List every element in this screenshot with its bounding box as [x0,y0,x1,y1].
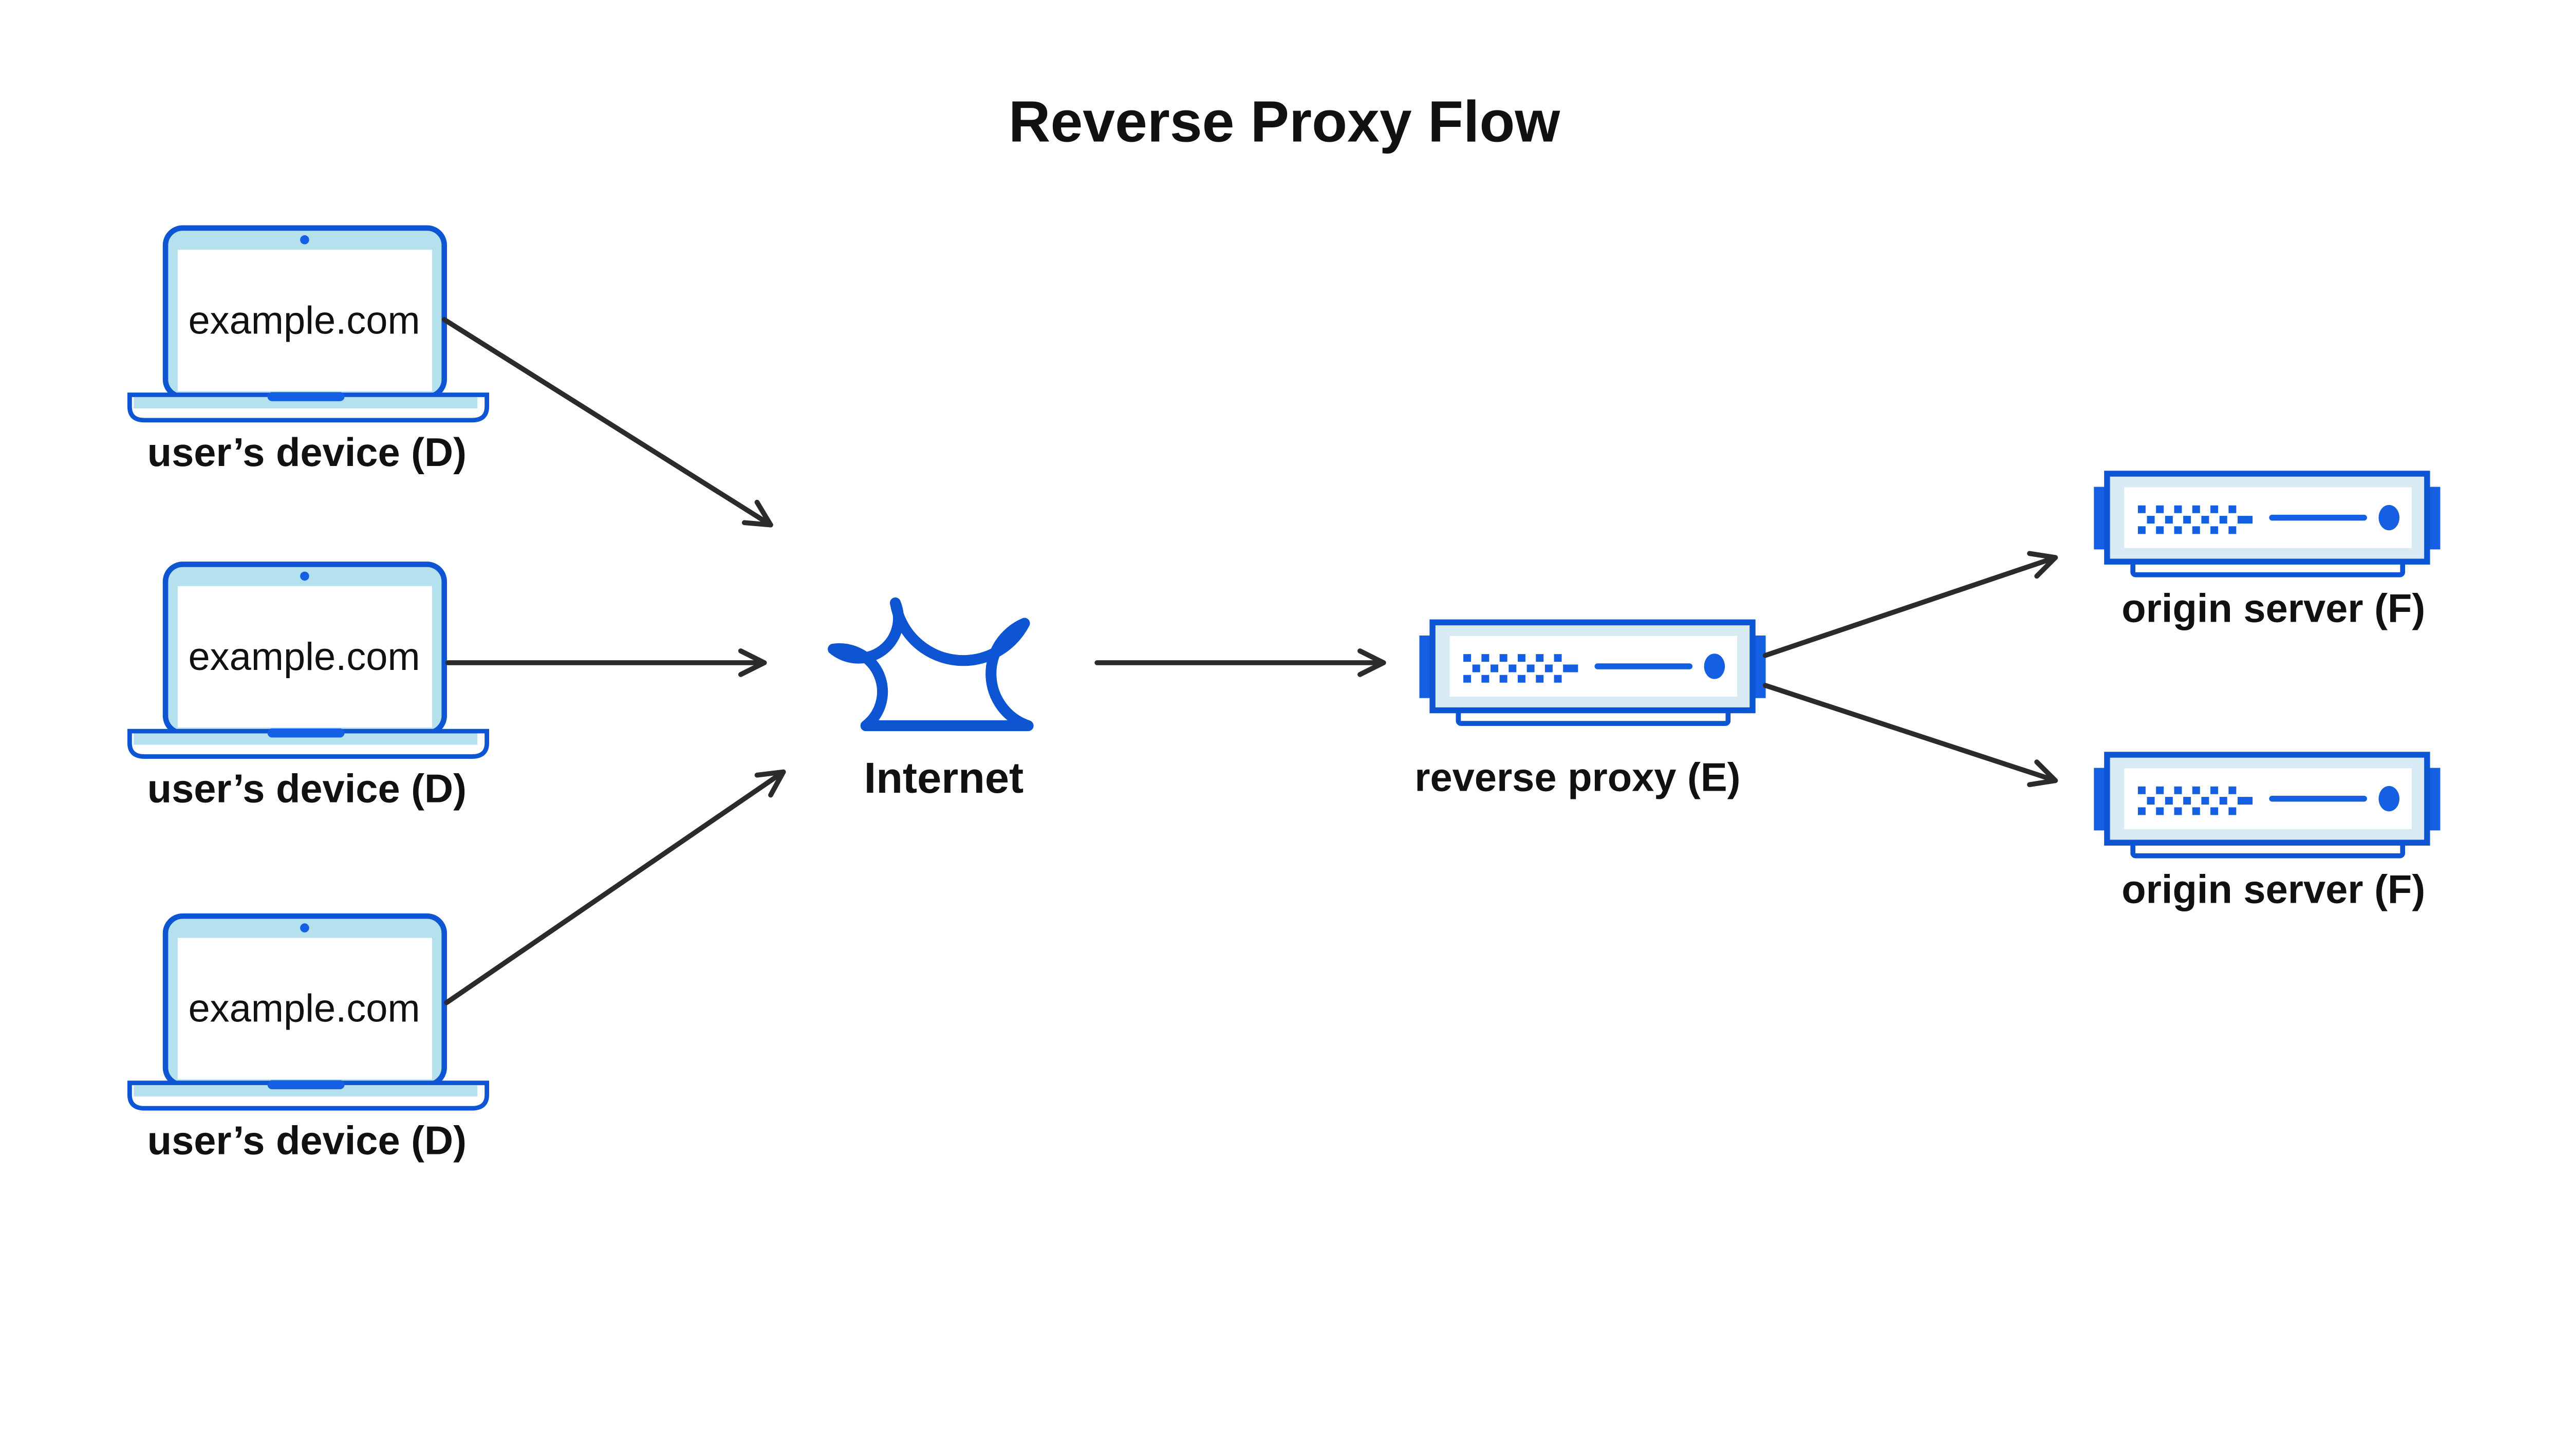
arrowhead-icon [2027,551,2058,579]
reverse-proxy-flow-diagram: Reverse Proxy Flow example.com user’s de… [127,89,2444,1163]
arrowhead-icon [754,769,786,798]
origin-server-node-1: origin server (F) [2094,474,2440,631]
device-label: user’s device (D) [147,767,467,811]
arrowhead-icon [741,499,773,528]
user-device-node-2: example.com user’s device (D) [129,564,487,811]
arrow-device2-to-internet [445,648,767,677]
device-screen-text: example.com [188,987,420,1031]
arrow-proxy-to-origin2 [1762,683,2058,788]
device-label: user’s device (D) [147,1118,467,1163]
arrow-internet-to-proxy [1094,648,1386,677]
arrowhead-icon [2027,759,2058,788]
server-icon [2094,474,2440,575]
user-device-node-3: example.com user’s device (D) [129,916,487,1163]
diagram-title: Reverse Proxy Flow [1009,89,1560,154]
server-icon [1419,622,1765,723]
origin-server-label: origin server (F) [2121,868,2425,912]
device-label: user’s device (D) [147,431,467,475]
arrow-device3-to-internet [444,769,786,1005]
arrow-device1-to-internet [441,317,773,528]
reverse-proxy-label: reverse proxy (E) [1414,756,1740,800]
arrowhead-icon [738,648,767,677]
origin-server-node-2: origin server (F) [2094,755,2440,912]
server-icon [2094,755,2440,856]
internet-node: Internet [828,597,1034,802]
reverse-proxy-node: reverse proxy (E) [1414,622,1765,800]
user-device-node-1: example.com user’s device (D) [129,228,487,475]
arrow-proxy-to-origin1 [1762,551,2058,658]
cloud-icon [828,597,1034,732]
internet-label: Internet [864,753,1024,802]
origin-server-label: origin server (F) [2121,587,2425,631]
device-screen-text: example.com [188,298,420,342]
arrowhead-icon [1357,648,1386,677]
device-screen-text: example.com [188,635,420,679]
diagram-canvas: Reverse Proxy Flow example.com user’s de… [127,89,2444,1163]
